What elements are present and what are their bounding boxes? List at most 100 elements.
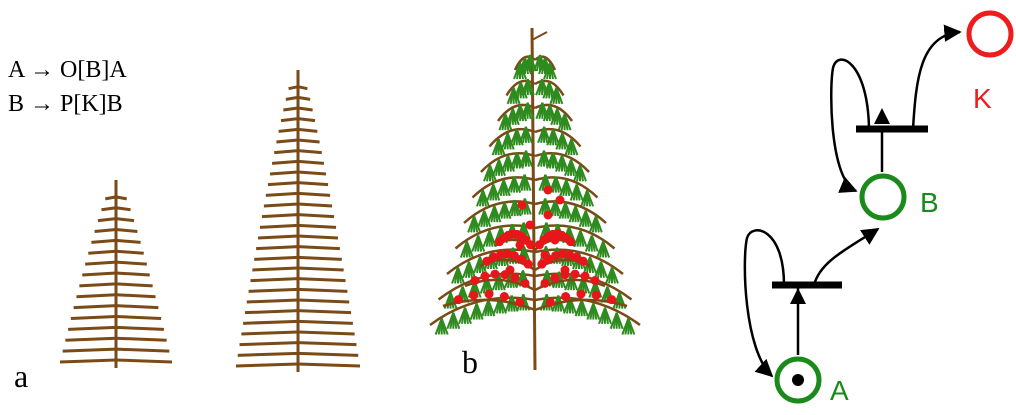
arc-arrowhead — [790, 288, 806, 304]
branch — [116, 230, 137, 232]
branch — [260, 225, 298, 227]
branch — [63, 349, 116, 351]
fruit — [544, 186, 553, 195]
branch — [298, 311, 351, 313]
branch — [116, 360, 172, 362]
branch — [298, 300, 349, 302]
branch — [298, 289, 347, 291]
branch — [298, 87, 307, 89]
fruit — [506, 266, 515, 275]
branch — [79, 284, 116, 286]
branch — [76, 295, 116, 297]
branch — [298, 257, 342, 259]
branch — [298, 140, 320, 142]
branch — [298, 129, 317, 131]
branch — [283, 108, 298, 110]
fruit — [491, 270, 500, 279]
branch — [241, 332, 298, 334]
branch — [116, 262, 147, 264]
place-k — [969, 13, 1011, 55]
fruit — [495, 237, 504, 246]
arc-transition-to-b — [814, 229, 878, 285]
branch — [298, 183, 328, 185]
fruit — [481, 272, 490, 281]
branch — [116, 295, 156, 297]
fruit — [577, 290, 586, 299]
branch — [247, 300, 298, 302]
branch — [276, 140, 298, 142]
fruit — [592, 291, 601, 300]
fruit — [482, 257, 491, 266]
fruit — [518, 201, 527, 210]
branch — [298, 247, 340, 249]
branch — [272, 161, 298, 163]
fruit — [561, 266, 570, 275]
apex-twig — [532, 32, 547, 40]
branch — [264, 204, 298, 206]
arc-arrowhead-upper — [874, 108, 890, 124]
branch — [298, 108, 313, 110]
branch — [65, 338, 116, 340]
branch — [298, 353, 358, 355]
branch — [298, 215, 334, 217]
branch — [101, 208, 116, 210]
branch — [116, 317, 161, 319]
branch — [279, 129, 298, 131]
branch — [85, 262, 116, 264]
panel-label-b: b — [462, 344, 478, 380]
branch — [116, 219, 134, 221]
branch — [298, 321, 353, 323]
branch — [116, 349, 169, 351]
fruit — [454, 295, 463, 304]
branch — [116, 338, 167, 340]
large-branching-structure — [236, 70, 360, 372]
branch — [91, 240, 116, 242]
small-branching-structure — [60, 180, 172, 368]
branch — [68, 327, 116, 329]
place-label-k: K — [973, 83, 992, 114]
panel-label-a: a — [14, 358, 28, 394]
conifer-tree-illustration — [430, 28, 640, 370]
branch — [95, 230, 116, 232]
branch — [298, 151, 322, 153]
branch — [298, 119, 315, 121]
branch — [274, 151, 298, 153]
place-label-a: A — [830, 375, 849, 406]
branch — [98, 219, 116, 221]
fruit — [591, 276, 600, 285]
branch — [298, 225, 336, 227]
arc-transition-to-k — [913, 32, 960, 129]
branch — [298, 204, 332, 206]
fruit — [515, 298, 524, 307]
petri-net: A B K — [745, 13, 1011, 406]
branch — [116, 240, 141, 242]
fruit — [521, 279, 530, 288]
branch — [268, 183, 298, 185]
branch — [82, 273, 116, 275]
branch — [243, 321, 298, 323]
branch — [298, 332, 355, 334]
branch — [116, 273, 150, 275]
branch — [116, 284, 153, 286]
branch — [266, 193, 298, 195]
branch — [116, 251, 144, 253]
fruit — [556, 196, 565, 205]
fruit — [566, 237, 575, 246]
rewriting-rules: A → O[B]A B → P[K]B — [8, 57, 127, 117]
branch — [254, 257, 298, 259]
branch — [298, 279, 346, 281]
fruit — [471, 276, 480, 285]
branch — [286, 97, 298, 99]
branch — [298, 364, 360, 366]
branch — [256, 247, 298, 249]
branch — [74, 306, 116, 308]
branch — [270, 172, 298, 174]
arc-transition-to-a — [745, 230, 784, 376]
fruit — [561, 292, 570, 301]
fruit — [469, 291, 478, 300]
branch — [238, 353, 298, 355]
branch — [298, 97, 310, 99]
token-a — [792, 374, 804, 386]
branch — [240, 343, 298, 345]
